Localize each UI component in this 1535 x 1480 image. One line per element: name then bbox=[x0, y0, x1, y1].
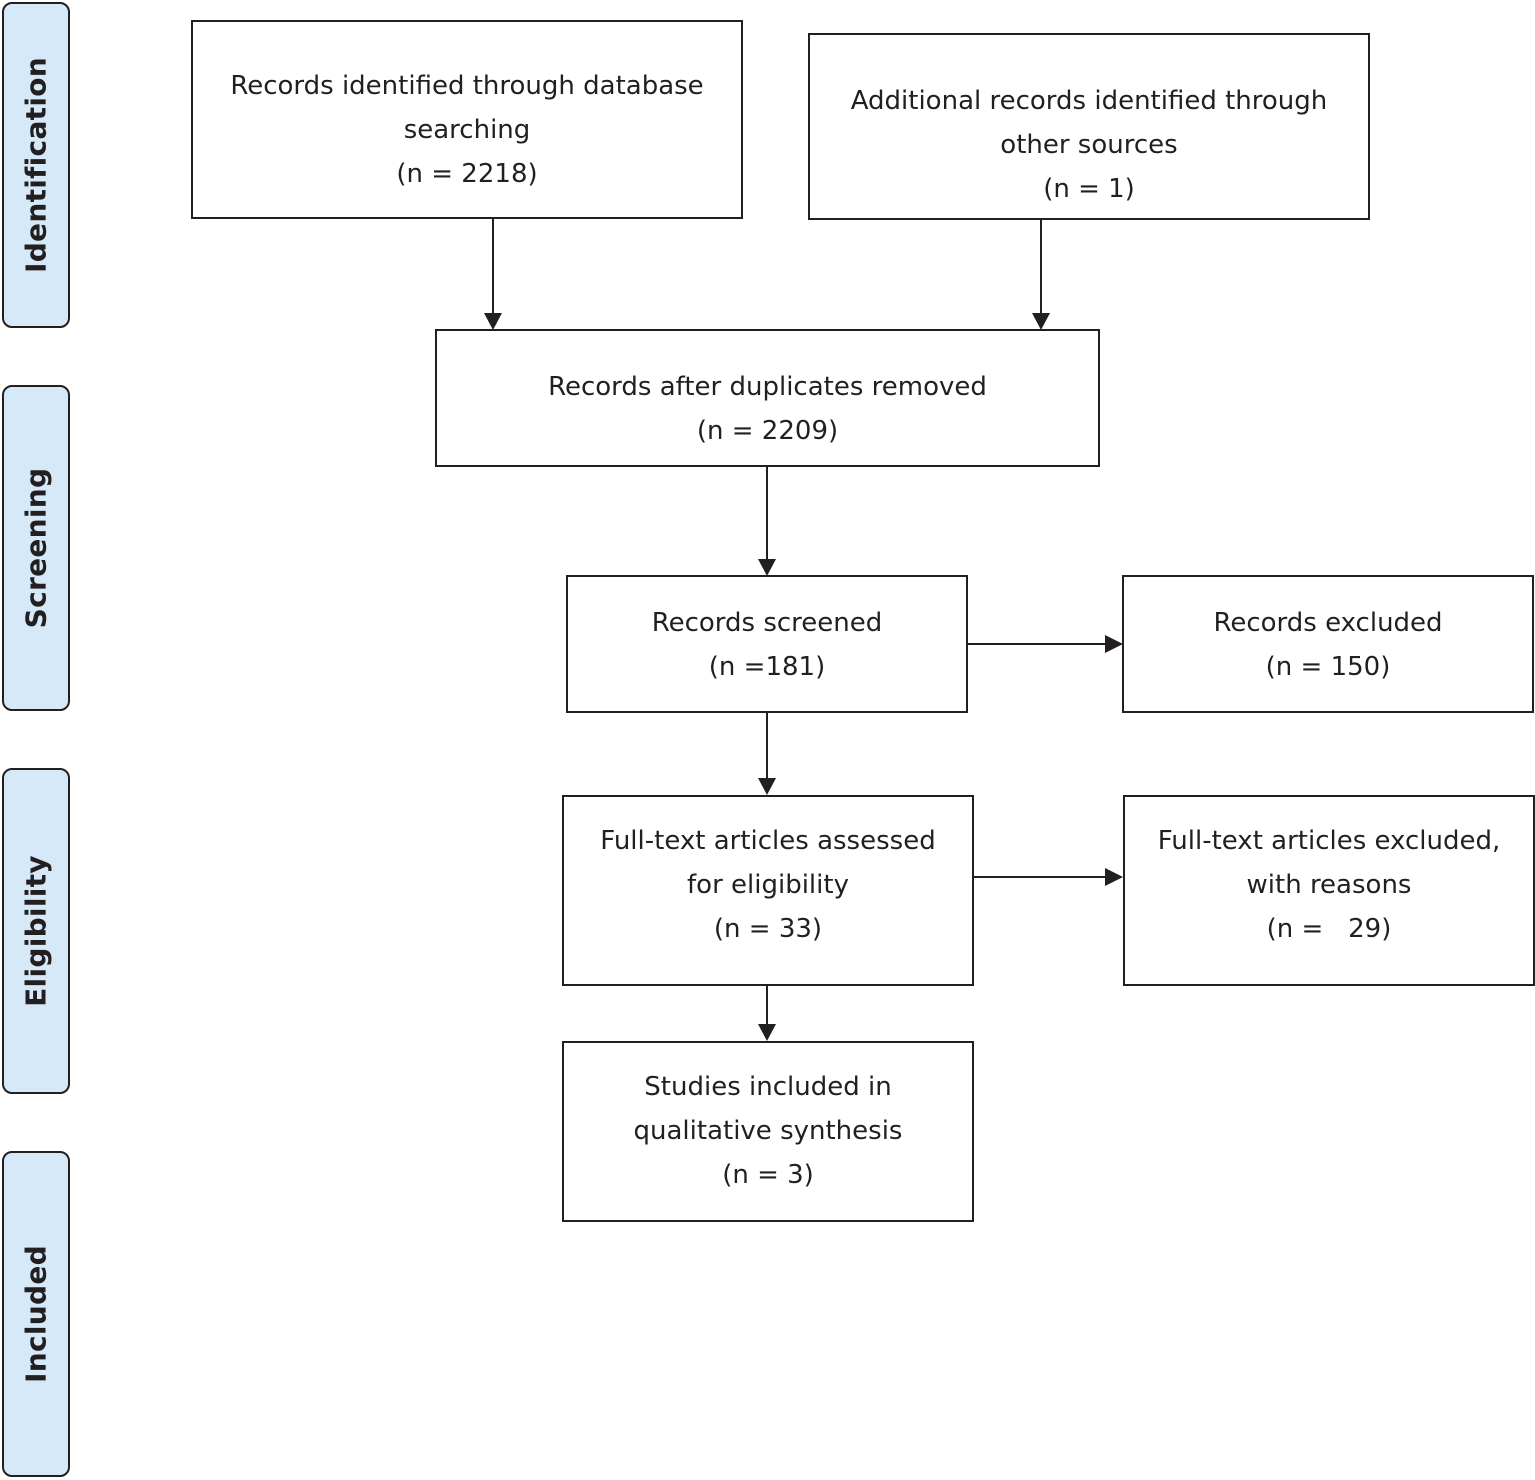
box-records-screened-count: (n =181) bbox=[708, 652, 826, 682]
box-other-records-count: (n = 1) bbox=[1043, 174, 1135, 204]
box-after-duplicates: Records after duplicates removed (n = 22… bbox=[435, 329, 1100, 467]
box-other-records-line-1: Additional records identified through bbox=[850, 86, 1328, 116]
box-studies-included-line-1: Studies included in bbox=[644, 1072, 892, 1102]
box-after-duplicates-count: (n = 2209) bbox=[696, 416, 839, 446]
stage-included: Included bbox=[2, 1151, 70, 1477]
box-records-excluded-line-1: Records excluded bbox=[1213, 608, 1443, 638]
box-database-records-count: (n = 2218) bbox=[396, 159, 538, 189]
box-records-screened: Records screened (n =181) bbox=[566, 575, 968, 713]
box-fulltext-excluded-line-2: with reasons bbox=[1246, 870, 1412, 900]
box-studies-included: Studies included in qualitative synthesi… bbox=[562, 1041, 974, 1222]
box-records-excluded: Records excluded (n = 150) bbox=[1122, 575, 1534, 713]
box-fulltext-excluded-count: (n = 29) bbox=[1266, 914, 1392, 944]
stage-screening: Screening bbox=[2, 385, 70, 711]
box-fulltext-assessed-line-2: for eligibility bbox=[687, 870, 849, 900]
box-fulltext-assessed-line-1: Full-text articles assessed bbox=[600, 826, 936, 856]
box-fulltext-excluded: Full-text articles excluded, with reason… bbox=[1123, 795, 1535, 986]
box-after-duplicates-line-1: Records after duplicates removed bbox=[548, 372, 987, 402]
box-fulltext-assessed-count: (n = 33) bbox=[713, 914, 823, 944]
stage-eligibility: Eligibility bbox=[2, 768, 70, 1094]
box-database-records-line-1: Records identified through database bbox=[230, 71, 704, 101]
box-records-excluded-count: (n = 150) bbox=[1265, 652, 1391, 682]
box-database-records: Records identified through database sear… bbox=[191, 20, 743, 219]
box-records-screened-line-1: Records screened bbox=[651, 608, 883, 638]
stage-identification: Identification bbox=[2, 2, 70, 328]
box-studies-included-line-2: qualitative synthesis bbox=[633, 1116, 903, 1146]
box-studies-included-count: (n = 3) bbox=[722, 1160, 814, 1190]
box-fulltext-excluded-line-1: Full-text articles excluded, bbox=[1157, 826, 1501, 856]
box-database-records-line-2: searching bbox=[403, 115, 531, 145]
box-fulltext-assessed: Full-text articles assessed for eligibil… bbox=[562, 795, 974, 986]
box-other-records: Additional records identified through ot… bbox=[808, 33, 1370, 220]
box-other-records-line-2: other sources bbox=[1000, 130, 1178, 160]
